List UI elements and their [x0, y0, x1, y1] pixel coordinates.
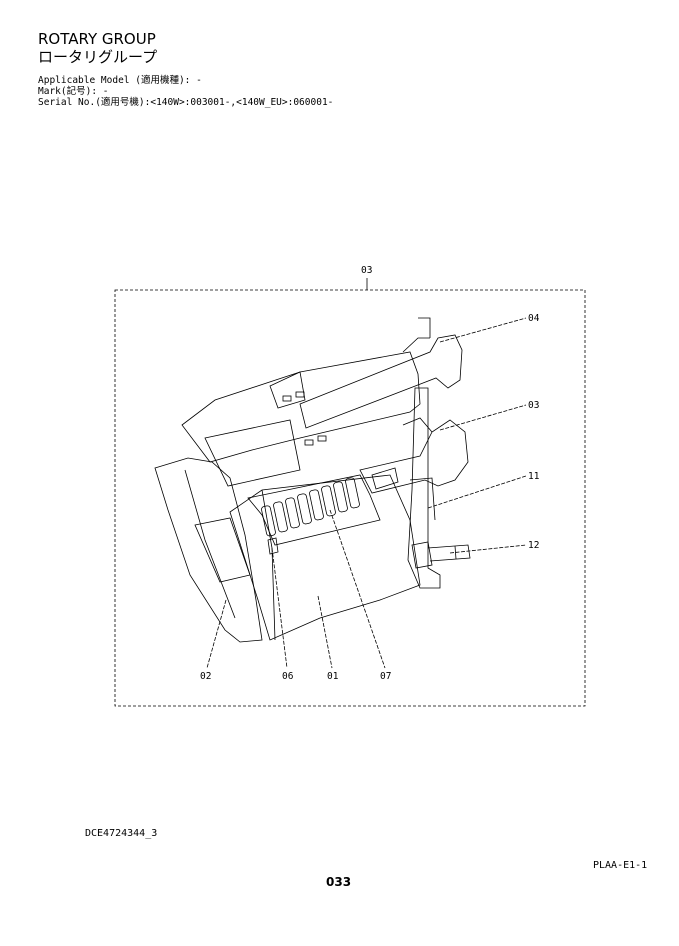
spring-coils: [261, 477, 360, 537]
callout-11: 11: [528, 471, 540, 482]
callout-06: 06: [282, 671, 294, 682]
upper-housing-tab-d: [317, 435, 327, 442]
cylinder-block: [229, 474, 421, 641]
shoe-plate: [407, 387, 441, 589]
serial-number: Serial No.(適用号機):<140W>:003001-,<140W_EU…: [38, 97, 334, 108]
callout-03: 03: [528, 400, 539, 411]
piston-upper-rod: [418, 317, 431, 338]
cylinder-block-face: [261, 489, 276, 641]
upper-housing-tab-c: [304, 439, 314, 446]
upper-housing-block: [204, 419, 301, 487]
callout-assembly-03: 03: [361, 265, 372, 276]
upper-housing-tab-a: [282, 395, 292, 402]
bolt: [411, 541, 471, 569]
callout-07: 07: [380, 671, 391, 682]
pin: [267, 537, 279, 555]
valve-plate: [154, 457, 263, 643]
callout-01: 01: [327, 671, 339, 682]
piston-upper-neck: [402, 337, 430, 353]
document-number: DCE4724344_3: [85, 828, 158, 839]
piston-lower-head: [371, 467, 399, 490]
retainer-housing: [247, 474, 381, 546]
callout-04: 04: [528, 313, 540, 324]
callout-leaders: [206, 317, 527, 669]
callout-02: 02: [200, 671, 211, 682]
shoe-plate-edge: [409, 477, 436, 521]
valve-plate-inner: [184, 469, 236, 619]
title-english: ROTARY GROUP: [38, 30, 156, 48]
applicable-model: Applicable Model (適用機種): -: [38, 75, 202, 86]
piston-upper: [299, 334, 463, 429]
title-japanese: ロータリグループ: [38, 48, 158, 66]
page-code: PLAA-E1-1: [593, 860, 648, 871]
upper-housing-tab-b: [295, 391, 305, 398]
mark: Mark(記号): -: [38, 86, 109, 97]
page-number: 033: [326, 875, 352, 889]
assembly-boundary: [114, 289, 586, 707]
upper-housing-step: [269, 371, 306, 409]
callout-12: 12: [528, 540, 539, 551]
